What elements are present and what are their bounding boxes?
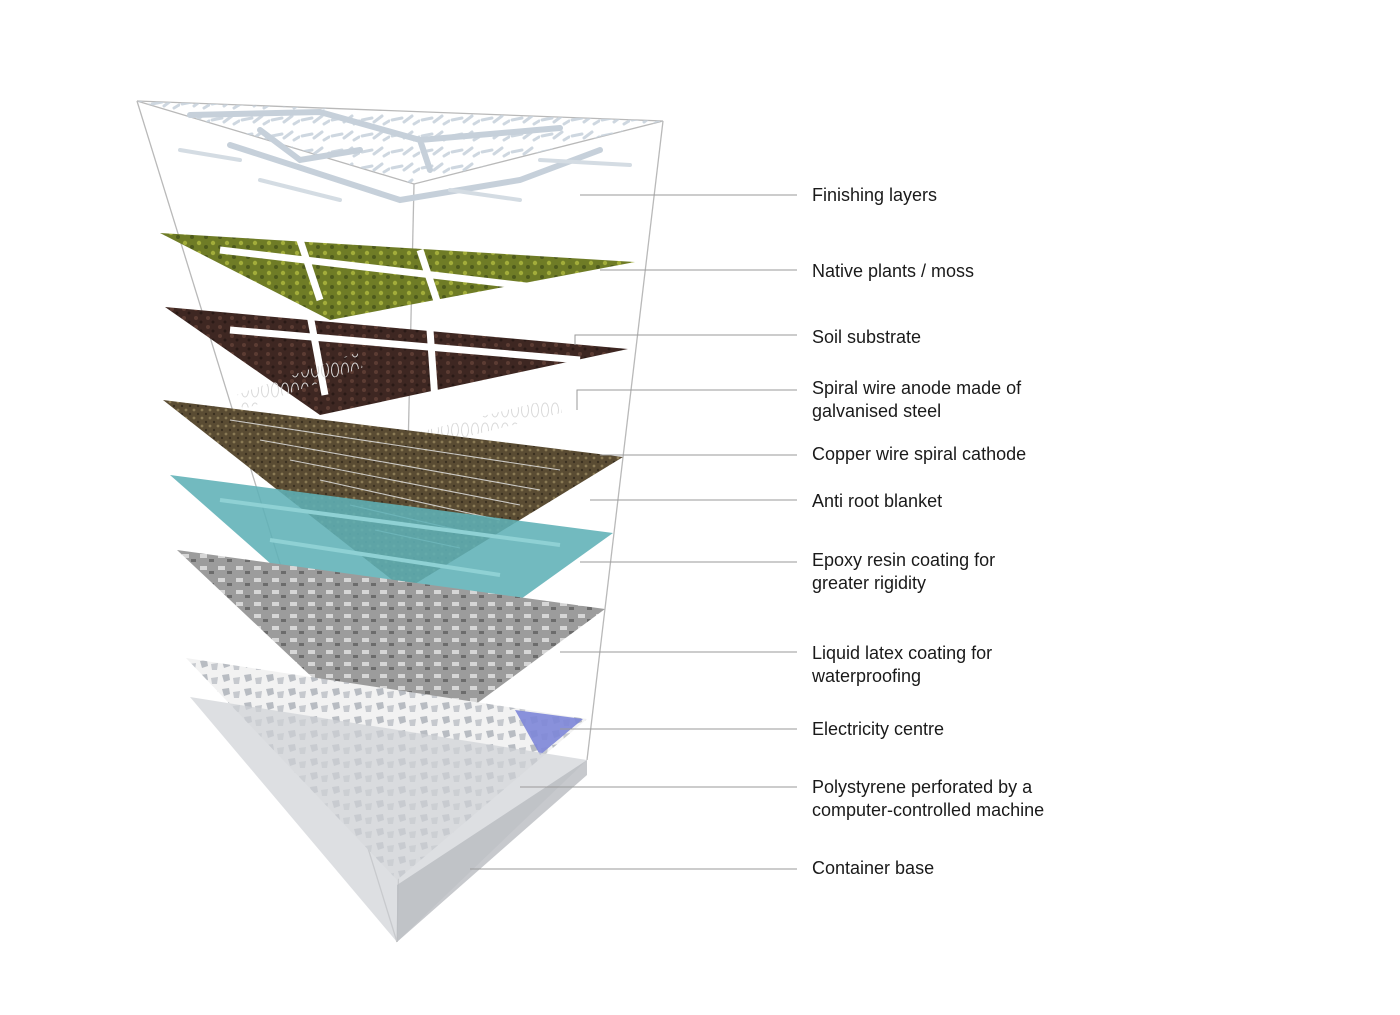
label-electricity-centre: Electricity centre — [812, 718, 944, 741]
leader-lines — [470, 194, 797, 870]
label-line: Anti root blanket — [812, 491, 943, 511]
label-finishing-layers: Finishing layers — [812, 184, 937, 207]
label-liquid-latex: Liquid latex coating for waterproofing — [812, 642, 992, 688]
label-anti-root-blanket: Anti root blanket — [812, 490, 942, 513]
label-line: Copper wire spiral cathode — [812, 444, 1027, 464]
label-line: Spiral wire anode made of — [812, 378, 1022, 398]
layer-finishing — [137, 101, 663, 204]
label-line: Liquid latex coating for — [812, 643, 993, 663]
label-line: greater rigidity — [812, 573, 927, 593]
label-line: Polystyrene perforated by a — [812, 777, 1033, 797]
label-polystyrene: Polystyrene perforated by a computer-con… — [812, 776, 1044, 822]
layer-container-base — [190, 697, 587, 942]
label-container-base: Container base — [812, 857, 934, 880]
label-line: galvanised steel — [812, 401, 942, 421]
layer-spiral-anode — [237, 352, 562, 448]
layer-native-plants — [160, 233, 635, 320]
electricity-centre-block — [515, 710, 583, 755]
layer-soil — [165, 307, 628, 415]
label-line: Epoxy resin coating for — [812, 550, 996, 570]
layer-liquid-latex — [177, 550, 605, 760]
label-line: Native plants / moss — [812, 261, 975, 281]
label-spiral-anode: Spiral wire anode made of galvanised ste… — [812, 377, 1021, 423]
label-epoxy-resin: Epoxy resin coating for greater rigidity — [812, 549, 995, 595]
label-soil-substrate: Soil substrate — [812, 326, 921, 349]
label-line: waterproofing — [812, 666, 922, 686]
label-line: Soil substrate — [812, 327, 922, 347]
label-line: Finishing layers — [812, 185, 938, 205]
label-line: computer-controlled machine — [812, 800, 1045, 820]
label-native-plants: Native plants / moss — [812, 260, 974, 283]
label-line: Container base — [812, 858, 935, 878]
label-line: Electricity centre — [812, 719, 945, 739]
label-copper-cathode: Copper wire spiral cathode — [812, 443, 1026, 466]
